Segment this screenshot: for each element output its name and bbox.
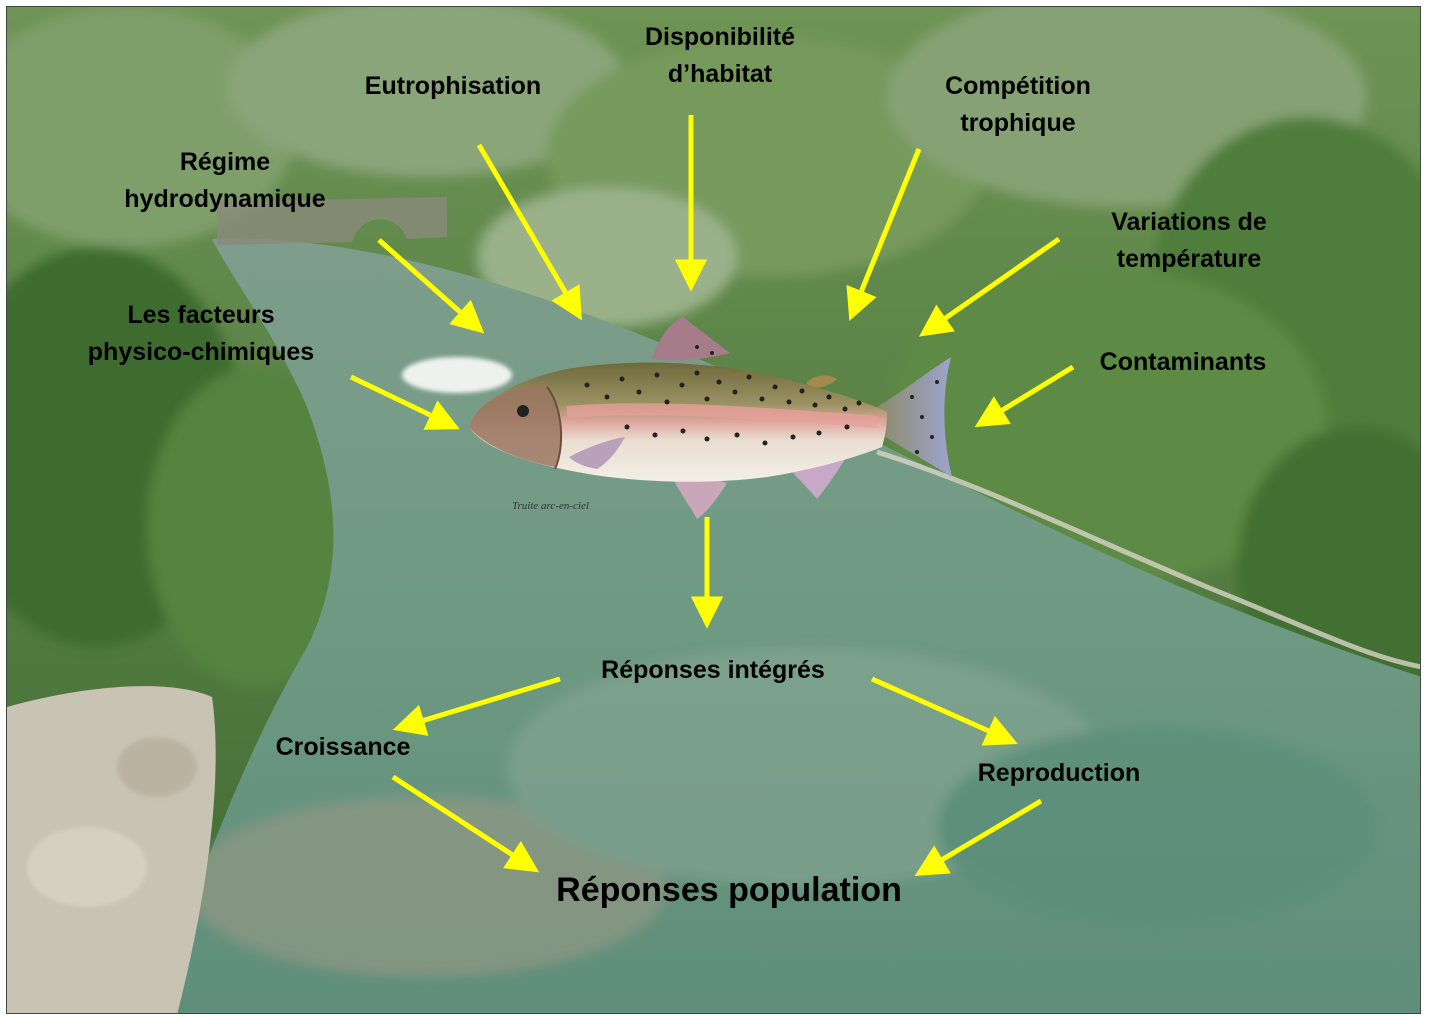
label-contaminants: Contaminants [1100, 344, 1267, 381]
label-reponses-population: Réponses population [556, 870, 902, 910]
label-eutrophisation: Eutrophisation [365, 68, 541, 105]
label-reponses-integres: Réponses intégrés [601, 652, 825, 689]
label-croissance: Croissance [276, 729, 411, 766]
label-disponibilite-habitat: Disponibilité d’habitat [645, 19, 795, 93]
label-facteurs-physico-chimiques: Les facteurs physico-chimiques [88, 297, 314, 371]
rapids [402, 357, 512, 393]
label-regime-hydrodynamique: Régime hydrodynamique [124, 144, 325, 218]
label-competition-trophique: Compétition trophique [945, 68, 1091, 142]
label-variations-temperature: Variations de température [1111, 204, 1267, 278]
diagram-canvas: Truite arc-en-ciel Régime hydrodynamique… [6, 6, 1421, 1014]
fish-caption: Truite arc-en-ciel [512, 500, 589, 512]
label-reproduction: Reproduction [978, 755, 1141, 792]
